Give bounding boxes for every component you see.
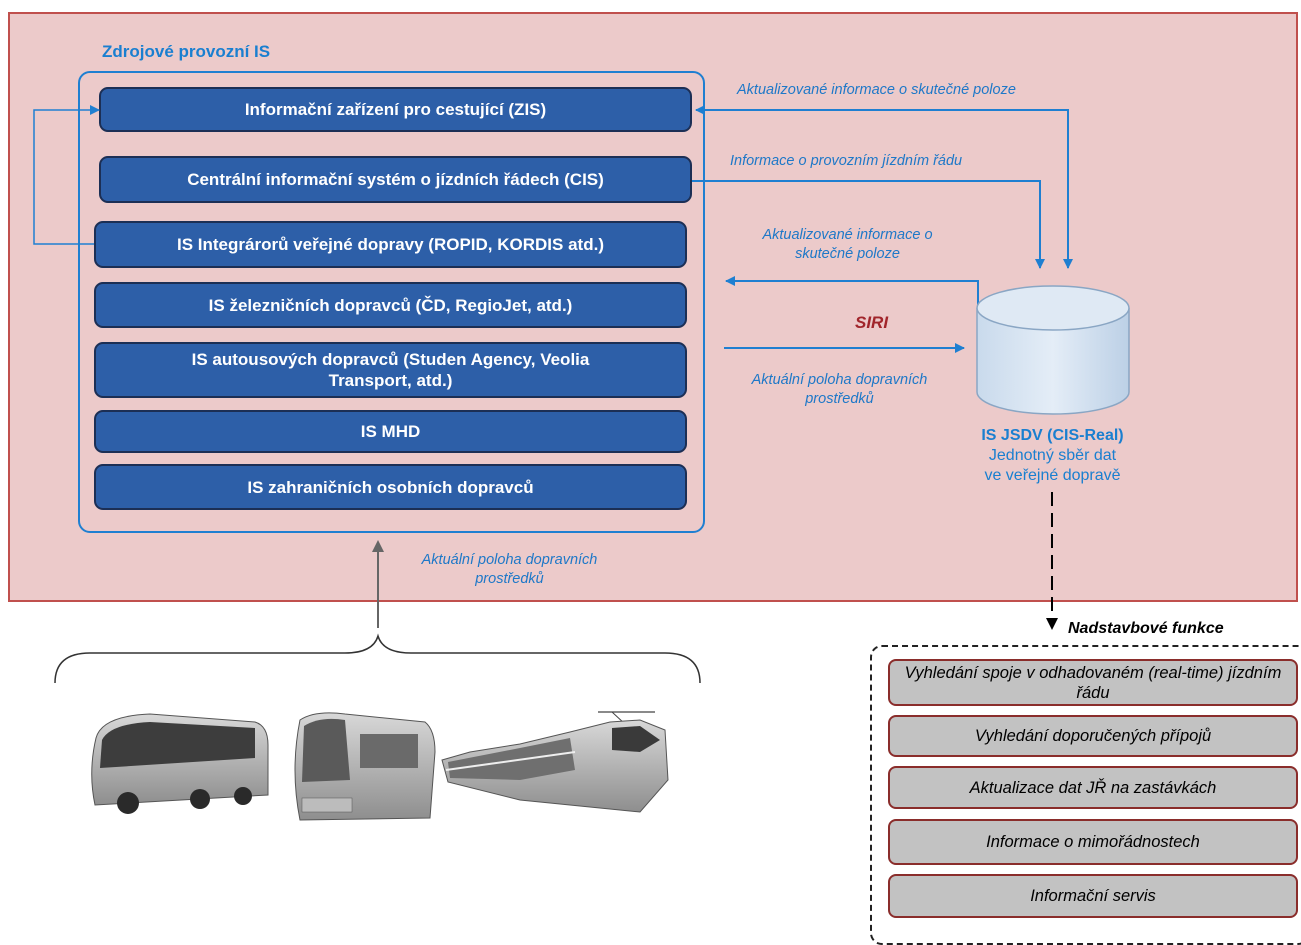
- jsdv-title: IS JSDV (CIS-Real): [981, 427, 1124, 444]
- label-current-position-line1: Aktuální poloha dopravních: [751, 372, 928, 388]
- extension-disruptions: Informace o mimořádnostech: [888, 819, 1298, 865]
- train-icon: [441, 711, 669, 813]
- bus-icon: [91, 713, 269, 814]
- vehicles-brace: [54, 633, 701, 684]
- box-mhd: IS MHD: [94, 410, 687, 453]
- extension-connections: Vyhledání doporučených přípojů: [888, 715, 1298, 757]
- extension-realtime-search: Vyhledání spoje v odhadovaném (real-time…: [888, 659, 1298, 706]
- arrow-jsdv-to-zis: [695, 105, 1069, 268]
- box-cis: Centrální informační systém o jízdních ř…: [99, 156, 692, 203]
- box-integrators: IS Integrárorů veřejné dopravy (ROPID, K…: [94, 221, 687, 268]
- label-updated-position-top: Aktualizované informace o skutečné poloz…: [737, 82, 1016, 98]
- label-current-position: Aktuální poloha dopravních prostředků: [727, 371, 952, 409]
- extension-info-service: Informační servis: [888, 874, 1298, 918]
- jsdv-line1: Jednotný sběr dat: [988, 447, 1117, 464]
- label-vehicles-position: Aktuální poloha dopravních prostředků: [397, 551, 622, 589]
- label-operational-timetable: Informace o provozním jízdním řádu: [730, 153, 963, 169]
- extensions-title: Nadstavbové funkce: [1068, 620, 1224, 637]
- tram-icon: [294, 712, 436, 821]
- label-vehicles-position-line1: Aktuální poloha dopravních: [421, 552, 598, 568]
- arrow-cis-to-jsdv: [692, 180, 1045, 269]
- label-updated-position: Aktualizované informace o skutečné poloz…: [740, 226, 955, 264]
- database-cylinder-icon: [976, 285, 1130, 415]
- jsdv-label: IS JSDV (CIS-Real) Jednotný sběr dat ve …: [930, 426, 1175, 486]
- siri-label: SIRI: [855, 313, 889, 332]
- label-vehicles-position-line2: prostředků: [475, 571, 544, 587]
- extension-stop-timetable-update: Aktualizace dat JŘ na zastávkách: [888, 766, 1298, 809]
- label-updated-position-line2: skutečné poloze: [795, 246, 900, 262]
- box-bus-carriers: IS autousových dopravců (Studen Agency, …: [94, 342, 687, 398]
- label-updated-position-line1: Aktualizované informace o: [762, 227, 933, 243]
- source-systems-group: [78, 71, 705, 533]
- box-zis: Informační zařízení pro cestující (ZIS): [99, 87, 692, 132]
- source-systems-title: Zdrojové provozní IS: [102, 42, 271, 61]
- arrow-jsdv-to-sources: [725, 276, 979, 308]
- label-current-position-line2: prostředků: [805, 391, 874, 407]
- box-rail-carriers: IS železničních dopravců (ČD, RegioJet, …: [94, 282, 687, 328]
- jsdv-line2: ve veřejné dopravě: [984, 467, 1121, 484]
- loop-integrators-to-zis: [33, 105, 100, 245]
- box-foreign-carriers: IS zahraničních osobních dopravců: [94, 464, 687, 510]
